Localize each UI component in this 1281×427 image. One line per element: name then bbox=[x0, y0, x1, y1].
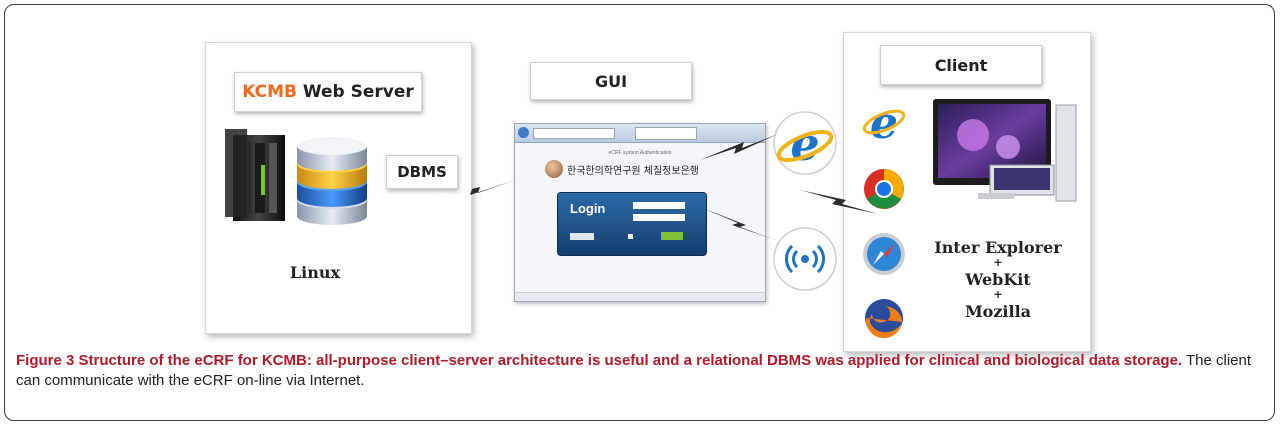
register-button bbox=[570, 233, 594, 240]
plus-2: + bbox=[993, 288, 1003, 301]
browsers-line2: WebKit bbox=[965, 270, 1031, 289]
ie-icon: e bbox=[862, 98, 906, 149]
password-field bbox=[633, 214, 685, 221]
status-bar bbox=[515, 292, 765, 301]
connector-gui-ie bbox=[700, 134, 778, 160]
wireless-network-circle bbox=[773, 227, 837, 291]
login-button bbox=[661, 232, 683, 240]
linux-label: Linux bbox=[289, 263, 341, 282]
remember-checkbox bbox=[628, 234, 633, 239]
login-label: Login bbox=[570, 201, 606, 216]
screen-header-text: eCRF system Authentication bbox=[608, 150, 672, 156]
chrome-icon bbox=[864, 169, 904, 209]
figure-caption: Figure 3 Structure of the eCRF for KCMB:… bbox=[16, 351, 1266, 391]
svg-text:e: e bbox=[870, 98, 898, 149]
browsers-line1: Inter Explorer bbox=[934, 238, 1062, 257]
org-name: 한국한의학연구원 체질정보은행 bbox=[567, 165, 699, 177]
computer-icon bbox=[933, 99, 1077, 202]
connector-gui-wireless bbox=[700, 207, 778, 241]
caption-bold: Figure 3 Structure of the eCRF for KCMB:… bbox=[16, 352, 1183, 369]
browser-tab bbox=[635, 127, 697, 140]
server-title-brand: KCMB bbox=[242, 82, 297, 102]
username-field bbox=[633, 202, 685, 209]
back-icon bbox=[518, 127, 529, 138]
server-icon bbox=[225, 129, 285, 221]
browsers-line3: Mozilla bbox=[964, 302, 1032, 321]
database-icon bbox=[297, 137, 367, 225]
server-title: KCMB Web Server bbox=[234, 72, 422, 112]
caption-rest: The client can communicate with the eCRF… bbox=[16, 352, 1252, 389]
firefox-icon bbox=[865, 299, 903, 339]
org-row: 한국한의학연구원 체질정보은행 bbox=[545, 158, 745, 180]
dbms-tag: DBMS bbox=[386, 155, 458, 189]
server-title-rest: Web Server bbox=[296, 82, 414, 102]
connector-server-gui bbox=[430, 179, 518, 199]
gui-title: GUI bbox=[530, 62, 692, 100]
gui-screenshot: eCRF system Authentication 한국한의학연구원 체질정보… bbox=[514, 123, 766, 302]
connector-ie-client bbox=[800, 190, 878, 214]
plus-1: + bbox=[993, 256, 1003, 269]
ie-network-circle: e bbox=[773, 111, 837, 175]
address-bar bbox=[533, 128, 615, 139]
login-box: Login bbox=[557, 192, 707, 256]
browser-toolbar bbox=[515, 124, 765, 143]
client-title: Client bbox=[880, 45, 1042, 85]
safari-icon bbox=[863, 233, 905, 275]
svg-text:e: e bbox=[790, 117, 819, 171]
people-icon bbox=[545, 160, 563, 178]
